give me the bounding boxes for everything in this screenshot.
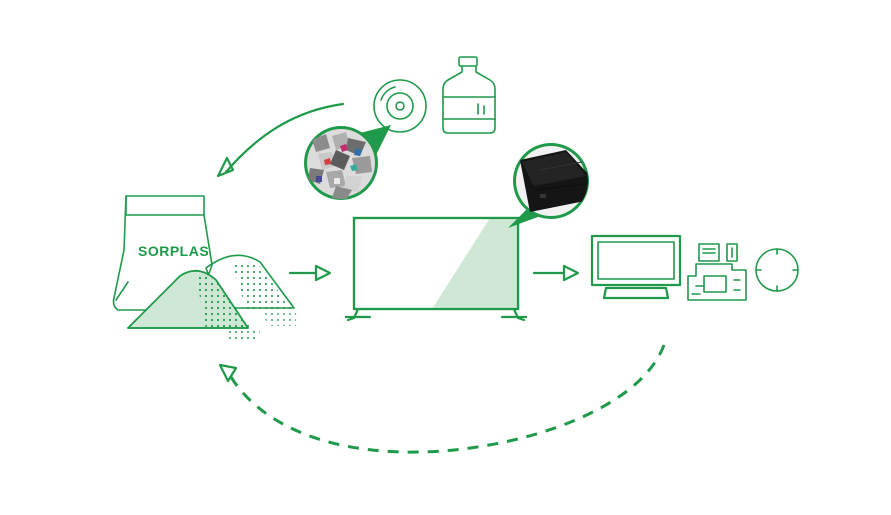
scrap-callout-pointer bbox=[360, 125, 391, 155]
tv-back-photo bbox=[513, 143, 589, 219]
return-arrow-dashed bbox=[218, 344, 666, 454]
plastic-scrap-photo bbox=[304, 126, 378, 200]
monitor-icon bbox=[590, 234, 682, 300]
powder-piles bbox=[127, 254, 296, 342]
circle-part-icon bbox=[755, 248, 799, 292]
arrow-tv-to-products bbox=[532, 264, 580, 282]
disc-icon bbox=[373, 79, 427, 133]
return-arrow-top bbox=[216, 102, 345, 178]
bag-label: SORPLAS bbox=[138, 243, 209, 259]
sorplas-bag-icon: SORPLAS bbox=[112, 195, 213, 311]
tv-panel-icon bbox=[344, 216, 528, 322]
circuit-board-icon bbox=[687, 243, 747, 301]
water-bottle-icon bbox=[442, 56, 496, 134]
arrow-bag-to-tv bbox=[288, 264, 332, 282]
